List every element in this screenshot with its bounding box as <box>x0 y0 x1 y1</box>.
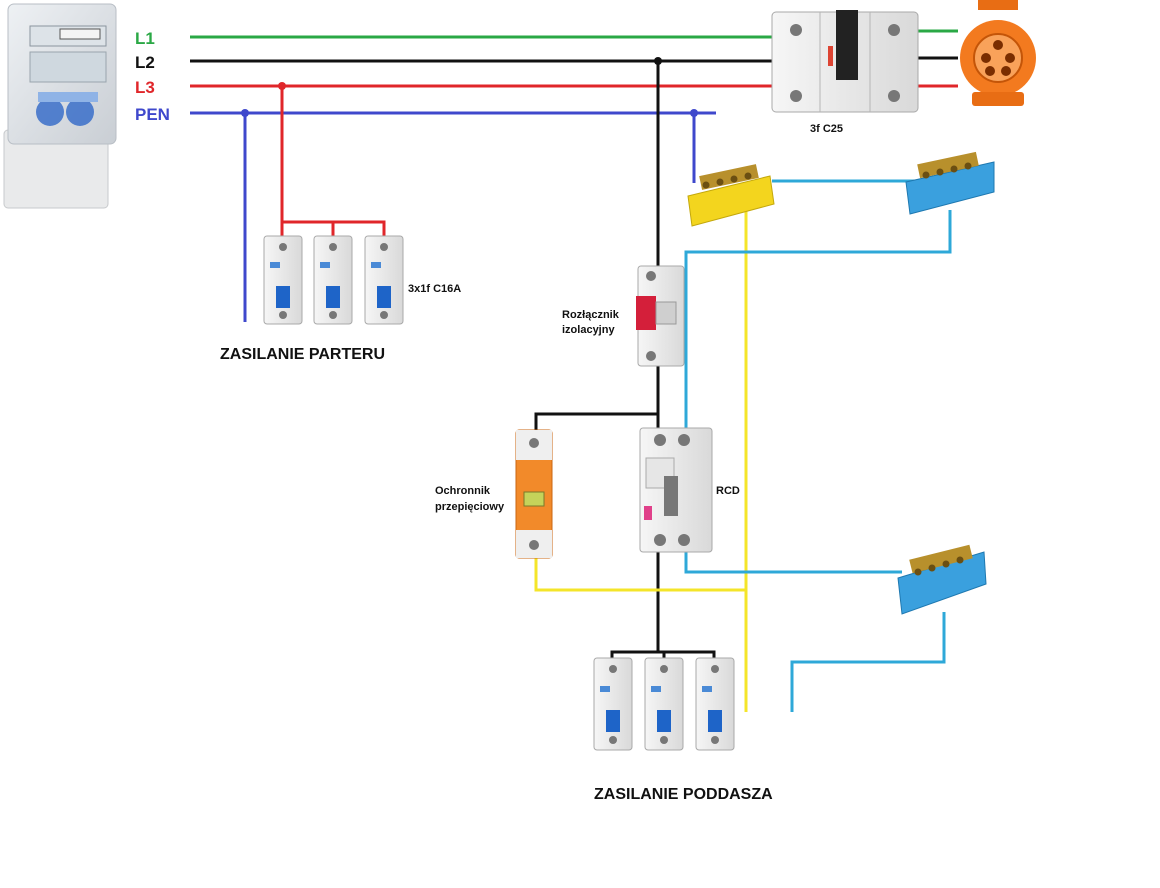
line-label-l2: L2 <box>135 53 155 72</box>
main-breaker-label: 3f C25 <box>810 123 843 135</box>
isolator-switch-icon[interactable] <box>636 265 685 367</box>
spd-label-line1: Ochronnik <box>435 485 491 497</box>
spd-label-line2: przepięciowy <box>435 501 505 513</box>
three-phase-socket-icon <box>960 0 1036 106</box>
attic-supply-title: ZASILANIE PODDASZA <box>594 786 773 803</box>
mcb-icon[interactable] <box>695 657 735 751</box>
ground-floor-supply-title: ZASILANIE PARTERU <box>220 346 385 363</box>
mcb-icon[interactable] <box>593 657 633 751</box>
mcb-icon[interactable] <box>313 235 353 325</box>
pe-wiring <box>534 205 748 712</box>
pe-terminal-block-icon <box>687 164 775 227</box>
ground-floor-breakers-label: 3x1f C16A <box>408 283 461 295</box>
rcd-label: RCD <box>716 485 740 497</box>
line-label-l1: L1 <box>135 29 155 48</box>
neutral-wiring <box>684 179 952 712</box>
surge-protector-icon[interactable] <box>515 429 553 559</box>
main-breaker-3f-icon[interactable] <box>771 10 919 113</box>
isolator-label-line2: izolacyjny <box>562 324 615 336</box>
isolator-label-line1: Rozłącznik <box>562 309 620 321</box>
mcb-icon[interactable] <box>644 657 684 751</box>
n-terminal-block-icon <box>905 151 995 215</box>
line-label-pen: PEN <box>135 105 170 124</box>
bus-wires <box>190 29 958 115</box>
mcb-icon[interactable] <box>263 235 303 325</box>
n-terminal-block-icon <box>897 544 987 615</box>
line-label-l3: L3 <box>135 78 155 97</box>
mcb-icon[interactable] <box>364 235 404 325</box>
rcd-icon[interactable] <box>639 427 713 553</box>
electricity-meter-icon <box>3 3 117 209</box>
